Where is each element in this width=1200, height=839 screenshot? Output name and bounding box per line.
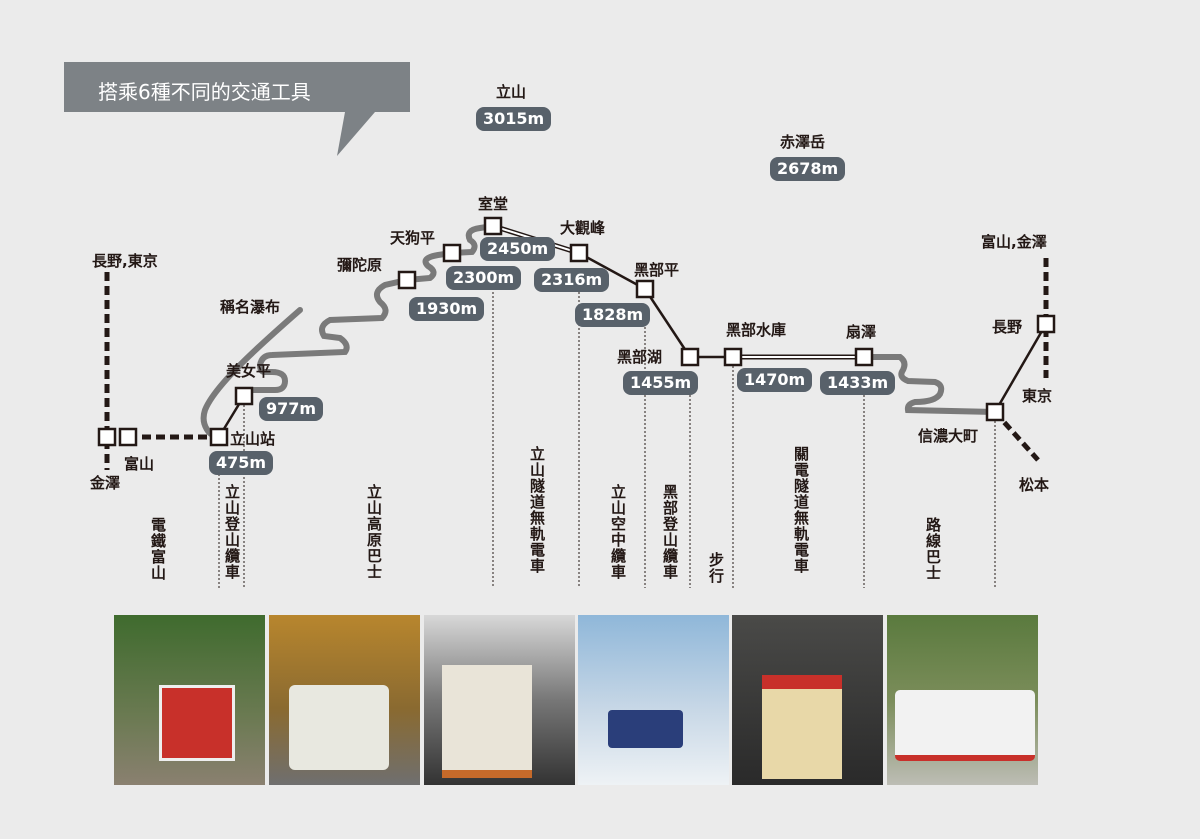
height-badge: 977m xyxy=(259,397,324,421)
height-badge: 2450m xyxy=(480,237,556,261)
station-label: 美女平 xyxy=(226,362,272,380)
station-label: 稱名瀑布 xyxy=(220,298,281,316)
station-label: 大觀峰 xyxy=(560,219,606,237)
callout-title: 搭乘6種不同的交通工具 xyxy=(98,80,311,104)
peak-height: 2678m xyxy=(770,157,846,181)
peak-height: 3015m xyxy=(476,107,552,131)
height-badge: 1455m xyxy=(623,371,699,395)
transport-label: 立山空中纜車 xyxy=(609,484,627,580)
station-label: 長野,東京 xyxy=(92,252,158,270)
station-label: 長野 xyxy=(992,318,1023,336)
peak-name: 赤澤岳 xyxy=(780,133,826,151)
transport-label: 電鐵富山 xyxy=(149,517,167,581)
transport-label: 路線巴士 xyxy=(924,517,942,581)
station-label: 富山,金澤 xyxy=(981,233,1047,251)
height-badge: 1433m xyxy=(820,371,896,395)
funicular-photo xyxy=(732,615,883,785)
ropeway-photo xyxy=(578,615,729,785)
station-label: 金澤 xyxy=(90,474,121,492)
highland-bus-photo xyxy=(269,615,420,785)
peak-name: 立山 xyxy=(496,83,527,101)
cable-car-photo xyxy=(114,615,265,785)
station-label: 黑部水庫 xyxy=(726,321,787,339)
station-label: 扇澤 xyxy=(846,323,877,341)
height-badge: 1930m xyxy=(409,297,485,321)
station-label: 富山 xyxy=(124,455,155,473)
transport-label: 立山高原巴士 xyxy=(365,484,383,580)
station-label: 室堂 xyxy=(478,195,509,213)
trolleybus-photo xyxy=(424,615,575,785)
height-badge: 475m xyxy=(209,451,274,475)
station-markers xyxy=(97,216,1056,447)
height-badge: 2316m xyxy=(534,268,610,292)
station-label: 東京 xyxy=(1022,387,1053,405)
transport-label: 關電隧道無軌電車 xyxy=(792,446,810,574)
dotted-dividers xyxy=(218,292,996,588)
callout-box xyxy=(64,62,410,156)
height-badge: 1470m xyxy=(737,368,813,392)
station-label: 松本 xyxy=(1019,476,1050,494)
route-bus-photo xyxy=(887,615,1038,785)
station-label: 黑部湖 xyxy=(617,348,663,366)
station-label: 黑部平 xyxy=(634,261,680,279)
height-badge: 2300m xyxy=(446,266,522,290)
transport-label: 立山登山纜車 xyxy=(223,484,241,580)
transport-label: 步行 xyxy=(707,552,725,584)
station-label: 彌陀原 xyxy=(337,256,383,274)
height-badge: 1828m xyxy=(575,303,651,327)
transport-label: 黑部登山纜車 xyxy=(661,484,679,580)
station-label: 立山站 xyxy=(230,430,276,448)
transport-label: 立山隧道無軌電車 xyxy=(528,446,546,574)
station-label: 天狗平 xyxy=(390,229,436,247)
station-label: 信濃大町 xyxy=(918,427,979,445)
